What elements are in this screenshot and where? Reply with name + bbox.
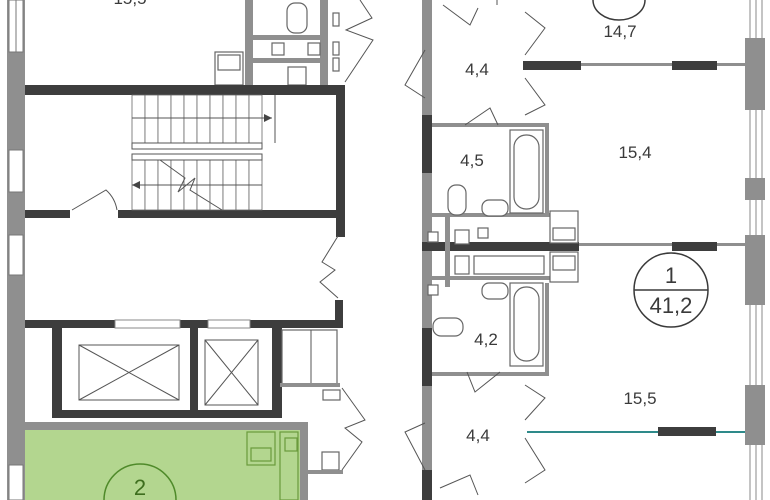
room-area-hall-bottom: 4,4 [466, 426, 490, 445]
unit-2-number: 2 [134, 475, 146, 500]
unit-1-total-area: 41,2 [650, 293, 693, 318]
unit-1-walls [422, 0, 767, 500]
stair-tread [196, 94, 211, 144]
room-area-top-left: 15,5 [113, 0, 146, 8]
room-area-bath-bottom: 4,2 [474, 330, 498, 349]
unit-1-number: 1 [665, 263, 677, 288]
left-exterior-wall [7, 0, 25, 500]
stair-tread [144, 94, 159, 144]
room-area-bath-top: 4,5 [460, 151, 484, 170]
room-area-hall-top: 4,4 [465, 60, 489, 79]
room-area-15-5: 15,5 [623, 389, 656, 408]
unit-2-highlight[interactable] [25, 422, 308, 500]
stair-tread [248, 94, 263, 144]
unit-1-badge[interactable]: 1 41,2 [633, 252, 709, 328]
stair-tread [183, 94, 198, 144]
elevator-shafts [25, 300, 366, 474]
stair-tread [131, 94, 146, 144]
top-left-wc [214, 0, 374, 86]
top-unit-badge [592, 0, 646, 21]
room-area-14-7: 14,7 [603, 22, 636, 41]
room-area-15-4: 15,4 [618, 143, 651, 162]
stair-tread [235, 94, 250, 144]
stair-tread [170, 94, 185, 144]
stair-tread [209, 94, 224, 144]
stairwell [25, 85, 345, 299]
stair-tread [222, 94, 237, 144]
stair-tread [157, 94, 172, 144]
unit-1-doors [404, 0, 546, 496]
unit-1-fixtures [427, 129, 579, 367]
